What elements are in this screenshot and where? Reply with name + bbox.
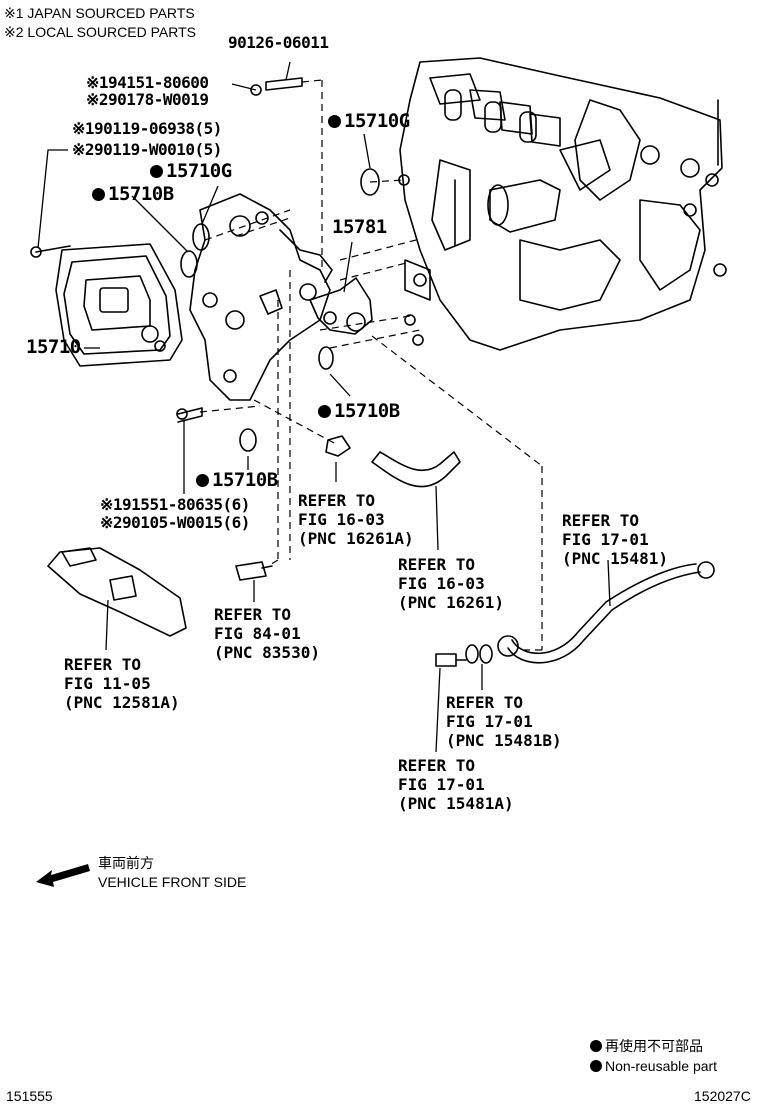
part-number-15710b-lower: 15710B (196, 471, 278, 490)
non-reusable-dot-icon (150, 165, 163, 178)
part-number-15710: 15710 (26, 336, 81, 358)
part-number-90105: ※290105-W0015(6) (100, 513, 250, 532)
filled-dot-icon (590, 1040, 602, 1052)
part-number-15710g-lower: 15710G (150, 162, 232, 181)
legend-local-sourced: ※2 LOCAL SOURCED PARTS (4, 24, 196, 40)
non-reusable-dot-icon (328, 115, 341, 128)
part-number-90178: ※290178-W0019 (86, 90, 209, 109)
part-number-90119-local: ※290119-W0010(5) (72, 140, 222, 159)
non-reusable-dot-icon (318, 405, 331, 418)
part-number-15710g-upper: 15710G (328, 112, 410, 131)
oil-pipe-15781 (309, 277, 373, 335)
part-number-90119-japan: ※190119-06938(5) (72, 119, 222, 138)
part-number-15710b-upper: 15710B (92, 185, 174, 204)
oil-cooler-cover (30, 243, 183, 367)
bracket-part (47, 547, 187, 637)
vehicle-front-japanese: 車両前方 (98, 855, 154, 871)
non-reusable-dot-icon (196, 474, 209, 487)
non-reusable-dot-icon (92, 188, 105, 201)
part-number-94151: ※194151-80600 (86, 73, 209, 92)
oil-cooler-body (189, 193, 333, 401)
legend-non-reusable-japanese: 再使用不可部品 (590, 1039, 703, 1053)
illustration-id-right: 152027C (694, 1088, 751, 1104)
part-number-15710b-middle: 15710B (318, 402, 400, 421)
legend-non-reusable-label: Non-reusable part (590, 1059, 717, 1073)
legend-japan-sourced: ※1 JAPAN SOURCED PARTS (4, 5, 195, 21)
engine-block (398, 57, 727, 351)
filled-dot-icon (590, 1060, 602, 1072)
arrow-left-icon (36, 864, 90, 887)
part-number-91551: ※191551-80635(6) (100, 495, 250, 514)
illustration-id-left: 151555 (6, 1088, 53, 1104)
vehicle-front-label: VEHICLE FRONT SIDE (98, 874, 247, 890)
part-number-90126: 90126-06011 (228, 33, 329, 52)
part-number-15781: 15781 (332, 216, 387, 238)
